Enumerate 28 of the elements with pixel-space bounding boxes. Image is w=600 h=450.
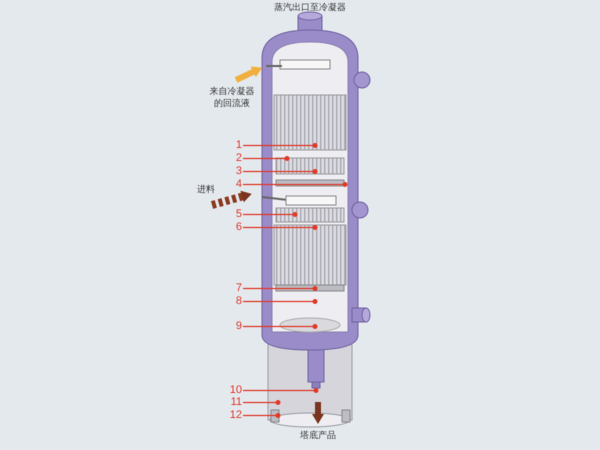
leader-line <box>243 413 280 418</box>
leader-line <box>243 212 298 217</box>
flow-label: 塔底产品 <box>299 430 337 442</box>
flow-label: 蒸汽出口至冷凝器 <box>273 2 347 14</box>
callout-number: 11 <box>220 396 242 409</box>
leader-line <box>243 225 318 230</box>
leader-line <box>243 143 318 148</box>
callout-number: 9 <box>220 320 242 333</box>
flow-label: 进料 <box>196 184 216 196</box>
callout-number: 7 <box>220 282 242 295</box>
leader-line <box>243 156 290 161</box>
leader-line <box>243 324 318 329</box>
callout-number: 5 <box>220 208 242 221</box>
flow-label: 来自冷凝器的回流液 <box>208 86 256 110</box>
callout-number: 2 <box>220 152 242 165</box>
callout-number: 1 <box>220 139 242 152</box>
leader-line <box>243 182 348 187</box>
leader-line <box>243 388 318 393</box>
callout-number: 3 <box>220 165 242 178</box>
callout-number: 8 <box>220 295 242 308</box>
leader-line <box>243 169 318 174</box>
callout-number: 6 <box>220 221 242 234</box>
callout-number: 10 <box>220 384 242 397</box>
callout-number: 12 <box>220 409 242 422</box>
leader-line <box>243 286 318 291</box>
leader-line <box>243 400 280 405</box>
callout-number: 4 <box>220 178 242 191</box>
leader-line <box>243 299 318 304</box>
